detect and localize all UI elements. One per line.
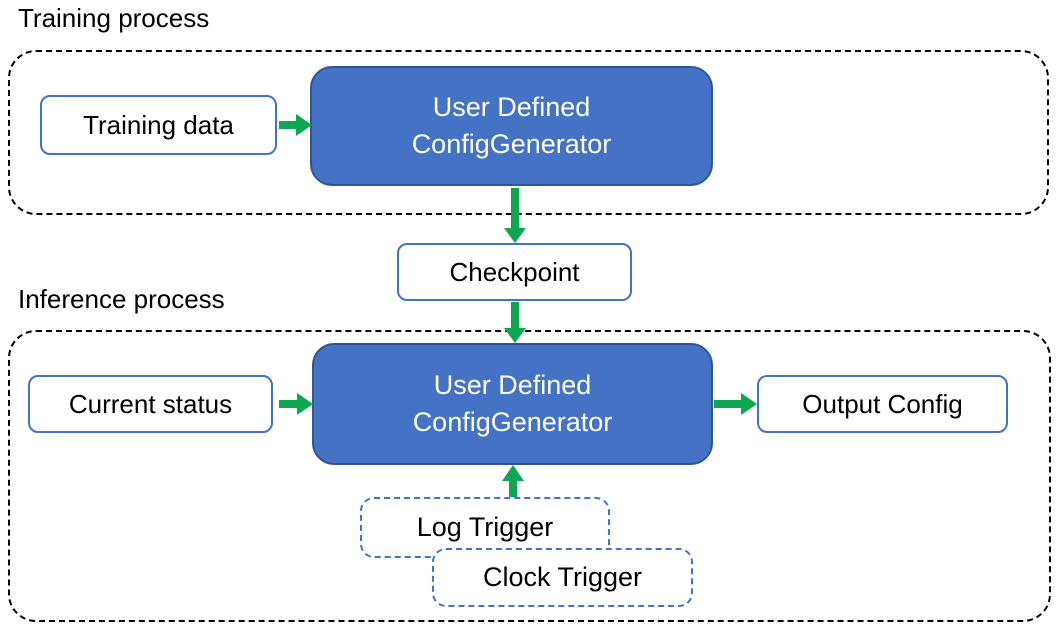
output-config-box: Output Config [757,375,1008,433]
log-trigger-box: Log Trigger [360,497,610,558]
training-process-label: Training process [18,3,210,33]
training-data-label: Training data [83,109,234,140]
training-generator-line1: User Defined [432,91,591,122]
training-data-box: Training data [40,95,277,155]
checkpoint-label: Checkpoint [449,256,580,287]
inference-process-label: Inference process [18,284,225,314]
training-generator-box: User Defined ConfigGenerator [310,66,713,186]
inference-generator-line1: User Defined [433,369,592,400]
inference-generator-line2: ConfigGenerator [412,407,613,437]
current-status-box: Current status [28,375,273,433]
checkpoint-box: Checkpoint [397,243,632,301]
current-status-label: Current status [68,388,233,419]
inference-process-container [8,330,1051,622]
clock-trigger-box: Clock Trigger [432,548,693,607]
log-trigger-label: Log Trigger [416,512,554,542]
training-process-container [8,50,1049,215]
output-config-label: Output Config [802,388,963,419]
inference-generator-box: User Defined ConfigGenerator [312,343,713,465]
clock-trigger-label: Clock Trigger [482,562,643,592]
training-generator-line2: ConfigGenerator [411,129,612,159]
